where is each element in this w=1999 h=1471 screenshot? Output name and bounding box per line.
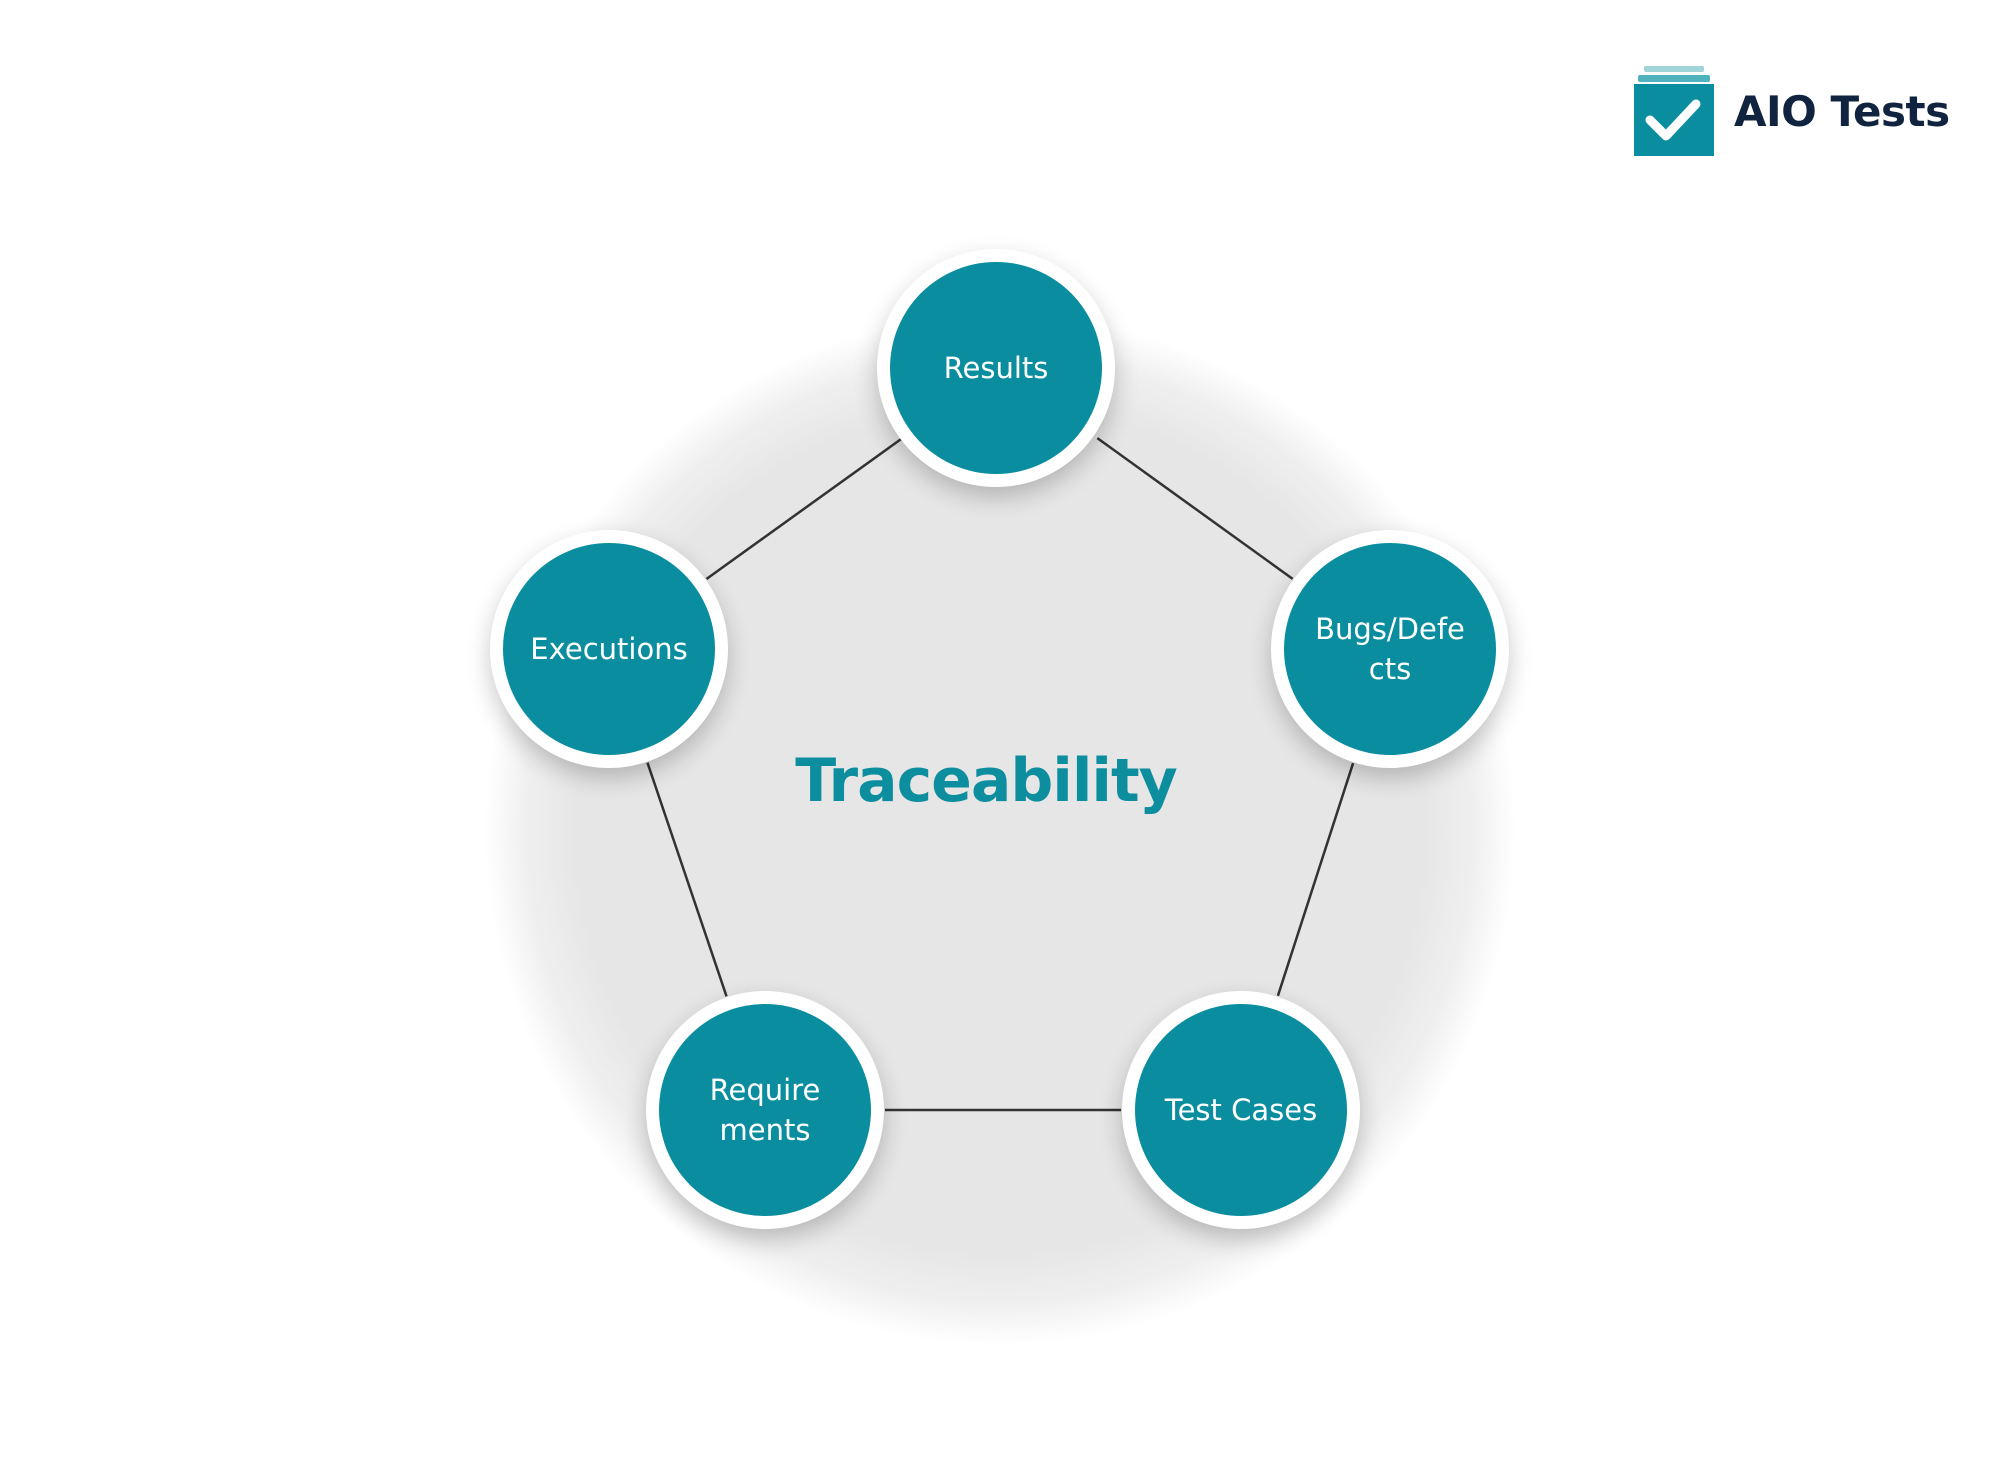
node-label-results: Results (943, 351, 1049, 385)
logo-text: AIO Tests (1734, 86, 1950, 136)
node-label-test-cases: Test Cases (1164, 1093, 1318, 1127)
node-results: Results (877, 249, 1115, 487)
node-executions: Executions (490, 530, 728, 768)
node-label-executions: Executions (530, 632, 688, 666)
edge-bugs-test-cases (1276, 762, 1355, 997)
aio-tests-logo: AIO Tests (1634, 64, 1950, 158)
edges-group (646, 437, 1355, 1112)
edge-results-bugs (1096, 437, 1294, 580)
edge-executions-results (705, 437, 904, 580)
checkbox-stack-icon (1634, 66, 1714, 156)
edge-requirements-executions (646, 762, 728, 997)
diagram-title: Traceability (795, 746, 1178, 816)
node-test-cases: Test Cases (1122, 991, 1360, 1229)
